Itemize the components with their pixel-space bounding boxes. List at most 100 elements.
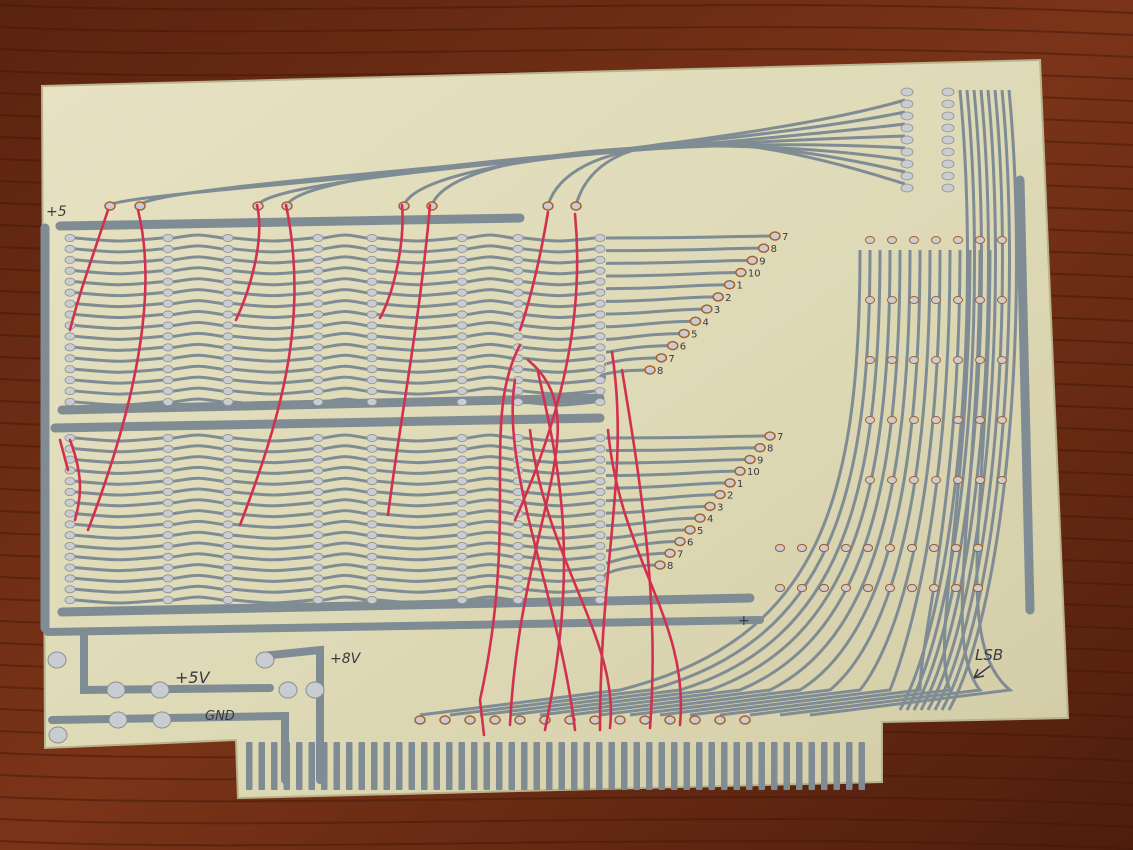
wire-pad — [542, 201, 554, 211]
connector-pad — [900, 135, 914, 145]
connector-finger — [246, 742, 253, 790]
top-bus-trace — [574, 140, 906, 206]
solder-pad — [456, 397, 468, 406]
connector-finger — [558, 742, 565, 790]
fanout-number: 4 — [702, 317, 708, 328]
solder-pad — [512, 310, 524, 319]
chip-link-trace — [376, 468, 458, 475]
chip-link-trace — [232, 334, 314, 341]
solder-pad — [512, 277, 524, 286]
connector-finger — [583, 742, 590, 790]
solder-pad — [162, 433, 174, 442]
solder-pad — [366, 563, 378, 572]
solder-pad — [162, 321, 174, 330]
solder-pad — [366, 542, 378, 551]
solder-pad — [594, 299, 606, 308]
connector-pad — [941, 87, 955, 97]
solder-pad — [222, 233, 234, 242]
solder-pad — [366, 498, 378, 507]
solder-pad — [64, 376, 76, 385]
connector-pad — [941, 159, 955, 169]
connector-finger — [808, 742, 815, 790]
solder-pad — [366, 509, 378, 518]
connector-finger — [758, 742, 765, 790]
connector-finger — [271, 742, 278, 790]
right-trace — [947, 89, 1018, 711]
fanout-number: 2 — [727, 491, 733, 502]
chip-link-trace — [522, 458, 596, 465]
logic-pad — [951, 544, 961, 552]
chip-link-trace — [466, 563, 514, 570]
solder-pad — [456, 498, 468, 507]
solder-pad — [594, 343, 606, 352]
fanout-pad — [684, 525, 696, 535]
solder-pad — [64, 288, 76, 297]
fanout-trace — [605, 528, 691, 540]
fanout-pad — [723, 279, 736, 290]
solder-pad — [366, 266, 378, 275]
connector-pad — [900, 111, 914, 121]
connector-finger — [571, 742, 578, 790]
chip-link-trace — [466, 595, 514, 602]
solder-pad — [366, 552, 378, 561]
chip-link-trace — [74, 533, 164, 540]
solder-pad — [366, 531, 378, 540]
chip-link-trace — [376, 436, 458, 443]
solder-pad — [162, 299, 174, 308]
solder-pad — [512, 233, 524, 242]
chip-link-trace — [376, 598, 458, 605]
solder-pad — [222, 332, 234, 341]
chip-link-trace — [172, 299, 224, 306]
solder-pad — [366, 321, 378, 330]
connector-finger — [371, 742, 378, 790]
chip-link-trace — [322, 233, 368, 240]
power-pad — [152, 711, 172, 729]
label-gnd: GND — [205, 709, 235, 724]
chip-link-trace — [232, 501, 314, 508]
fanout-pad — [757, 243, 770, 253]
chip-link-trace — [74, 389, 164, 396]
chip-link-trace — [74, 356, 164, 363]
solder-pad — [162, 596, 174, 605]
fanout-number: 1 — [737, 479, 743, 490]
chip-link-trace — [172, 310, 224, 317]
chip-link-trace — [172, 563, 224, 570]
solder-pad — [456, 477, 468, 486]
solder-pad — [312, 563, 324, 572]
fanout-pad — [689, 316, 702, 327]
wood-grain-line — [0, 26, 1133, 36]
logic-pad — [887, 416, 897, 424]
solder-pad — [162, 455, 174, 464]
connector-finger — [608, 742, 615, 790]
chip-link-trace — [74, 587, 164, 594]
connector-finger — [496, 742, 503, 790]
chip-link-trace — [376, 302, 458, 309]
chip-link-trace — [322, 364, 368, 371]
solder-pad — [456, 365, 468, 374]
solder-pad — [312, 596, 324, 605]
chip-link-trace — [376, 323, 458, 330]
right-trace — [509, 249, 892, 717]
solder-pad — [64, 354, 76, 363]
connector-pad — [941, 147, 955, 157]
chip-link-trace — [322, 255, 368, 262]
chip-link-trace — [376, 576, 458, 583]
connector-finger — [408, 742, 415, 790]
logic-pad — [863, 584, 873, 592]
fanout-trace — [605, 457, 751, 465]
logic-pad — [907, 584, 917, 592]
solder-pad — [162, 343, 174, 352]
solder-pad — [64, 596, 76, 605]
solder-pad — [162, 387, 174, 396]
solder-pad — [594, 365, 606, 374]
connector-pad — [941, 171, 955, 181]
chip-link-trace — [376, 400, 458, 407]
solder-pad — [64, 498, 76, 507]
solder-pad — [64, 343, 76, 352]
chip-link-trace — [322, 310, 368, 317]
chip-link-trace — [172, 353, 224, 360]
chip-link-trace — [172, 233, 224, 240]
logic-pad — [975, 416, 985, 424]
chip-link-trace — [172, 465, 224, 472]
solder-pads — [47, 87, 1007, 744]
